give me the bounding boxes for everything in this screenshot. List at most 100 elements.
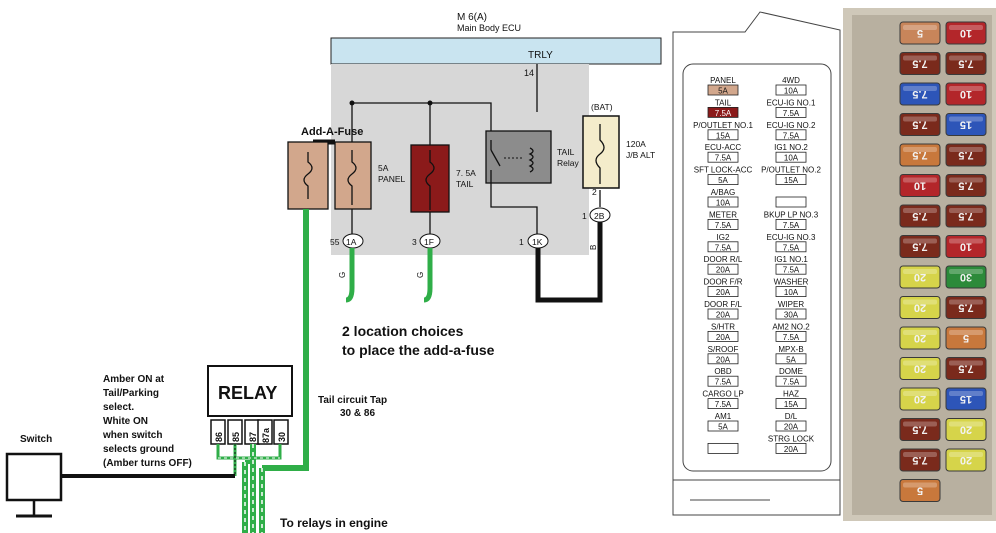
connector-1a: 55 1A G xyxy=(330,233,364,278)
amber-note: Amber ON at Tail/Parking select. White O… xyxy=(102,374,192,469)
svg-text:DOOR F/R: DOOR F/R xyxy=(703,278,742,287)
svg-text:20: 20 xyxy=(914,271,926,283)
svg-text:10: 10 xyxy=(914,180,926,192)
svg-text:Amber ON at: Amber ON at xyxy=(103,374,165,385)
svg-text:7.5: 7.5 xyxy=(958,363,973,375)
svg-text:87a: 87a xyxy=(261,427,271,443)
svg-text:DOOR F/L: DOOR F/L xyxy=(704,300,742,309)
svg-text:7.5: 7.5 xyxy=(912,454,927,466)
svg-text:7.5: 7.5 xyxy=(958,180,973,192)
svg-text:7.5A: 7.5A xyxy=(715,400,732,409)
svg-text:20: 20 xyxy=(914,302,926,314)
svg-text:OBD: OBD xyxy=(714,367,732,376)
fuse-box-slot-right-1: ECU-IG NO.17.5A xyxy=(767,98,816,118)
svg-text:ECU-IG NO.1: ECU-IG NO.1 xyxy=(767,98,816,107)
svg-text:10A: 10A xyxy=(784,87,799,96)
svg-text:7.5A: 7.5A xyxy=(715,378,732,387)
fuse-box-slot-right-7: ECU-IG NO.37.5A xyxy=(767,233,816,253)
svg-text:HAZ: HAZ xyxy=(783,390,799,399)
svg-text:select.: select. xyxy=(103,402,134,413)
tail-fuse-name: TAIL xyxy=(456,179,474,189)
connector-1f: 3 1F G xyxy=(412,233,441,278)
svg-text:G: G xyxy=(416,272,425,278)
relay-pins: 86 85 87 87a 30 xyxy=(210,419,289,445)
switch-icon xyxy=(5,452,63,518)
svg-text:BKUP LP NO.3: BKUP LP NO.3 xyxy=(764,210,819,219)
tail-relay-name1: TAIL xyxy=(557,147,575,157)
green-wires xyxy=(345,248,433,303)
svg-text:85: 85 xyxy=(231,432,241,442)
junction-dot xyxy=(427,100,433,106)
photo-fuse-right-7: 10 xyxy=(945,235,987,258)
svg-text:20A: 20A xyxy=(784,445,799,454)
svg-text:5: 5 xyxy=(917,27,923,39)
svg-text:4WD: 4WD xyxy=(782,76,800,85)
svg-text:7.5A: 7.5A xyxy=(783,221,800,230)
photo-fuse-left-2: 7.5 xyxy=(899,82,941,106)
fuse-box-slot-left-13: OBD 7.5A xyxy=(707,367,739,387)
svg-text:PANEL: PANEL xyxy=(710,76,736,85)
svg-text:10A: 10A xyxy=(716,199,731,208)
svg-text:WASHER: WASHER xyxy=(774,278,809,287)
svg-text:7.5A: 7.5A xyxy=(783,378,800,387)
svg-text:7.5A: 7.5A xyxy=(783,266,800,275)
switch-label: Switch xyxy=(20,434,52,445)
photo-fuse-left-7: 7.5 xyxy=(899,235,941,258)
svg-text:10: 10 xyxy=(960,88,972,100)
svg-text:20: 20 xyxy=(914,363,926,375)
photo-fuse-right-14: 20 xyxy=(945,448,987,472)
svg-text:P/OUTLET NO.1: P/OUTLET NO.1 xyxy=(693,121,753,130)
svg-text:30: 30 xyxy=(960,271,972,283)
svg-text:1: 1 xyxy=(519,237,524,247)
svg-text:3: 3 xyxy=(412,237,417,247)
photo-fuse-left-14: 7.5 xyxy=(899,448,941,472)
svg-text:CARGO LP: CARGO LP xyxy=(702,390,743,399)
svg-text:30: 30 xyxy=(277,432,287,442)
alt-fuse-name: J/B ALT xyxy=(626,150,655,160)
svg-text:20A: 20A xyxy=(716,311,731,320)
alt-fuse-tag: (BAT) xyxy=(591,102,613,112)
svg-text:7.5: 7.5 xyxy=(958,210,973,222)
svg-text:STRG LOCK: STRG LOCK xyxy=(768,434,815,443)
photo-fuse-right-8: 30 xyxy=(945,265,987,289)
svg-text:A/BAG: A/BAG xyxy=(711,188,735,197)
svg-text:7.5: 7.5 xyxy=(912,88,927,100)
tail-relay xyxy=(485,130,552,184)
tail-fuse xyxy=(410,144,450,213)
add-a-fuse-label: Add-A-Fuse xyxy=(301,126,363,138)
svg-text:AM1: AM1 xyxy=(715,412,732,421)
svg-text:10: 10 xyxy=(960,241,972,253)
photo-fuse-right-6: 7.5 xyxy=(945,204,987,228)
fuse-box-slot-left-14: CARGO LP7.5A xyxy=(702,390,743,410)
svg-text:20: 20 xyxy=(960,424,972,436)
photo-fuse-left-0: 5 xyxy=(899,21,941,45)
svg-text:20: 20 xyxy=(960,454,972,466)
fuse-box-slot-right-12: MPX-B5A xyxy=(775,345,807,364)
relay-output-wires xyxy=(216,444,282,533)
ecu-title: M 6(A) xyxy=(457,12,487,23)
alt-fuse xyxy=(582,115,620,189)
photo-fuse-right-12: 15 xyxy=(945,387,987,411)
svg-text:7.5: 7.5 xyxy=(958,149,973,161)
svg-text:G: G xyxy=(338,272,347,278)
svg-text:ECU-IG NO.3: ECU-IG NO.3 xyxy=(767,233,816,242)
svg-text:TAIL: TAIL xyxy=(715,98,732,107)
fuse-box-slot-left-5: A/BAG 10A xyxy=(707,188,739,208)
tail-tap-wire xyxy=(262,209,309,471)
photo-fuse-left-3: 7.5 xyxy=(899,113,941,136)
photo-fuse-left-4: 7.5 xyxy=(899,143,941,167)
tail-tap-note-line2: 30 & 86 xyxy=(340,408,375,419)
internal-wires xyxy=(351,64,601,236)
svg-text:20: 20 xyxy=(914,332,926,344)
